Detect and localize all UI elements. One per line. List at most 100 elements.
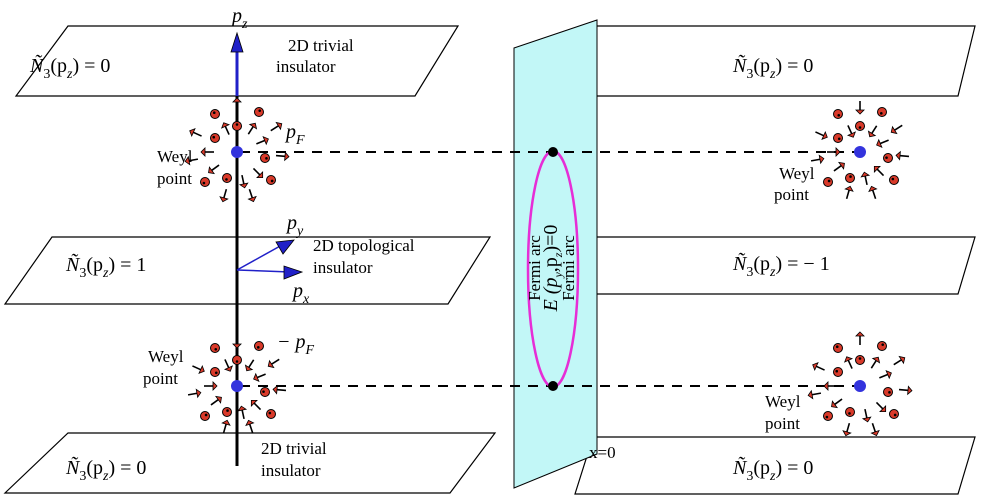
spin-dot-core — [225, 178, 228, 181]
spin-arrow-shaft — [256, 373, 266, 379]
spin-arrow-head — [907, 385, 913, 396]
spin-dot — [200, 177, 210, 187]
spin-dot-core — [891, 177, 895, 181]
spin-dot-core — [888, 391, 891, 394]
spin-dot-core — [893, 413, 897, 417]
spin-arrow-shaft — [893, 358, 903, 366]
spin-dot-core — [858, 357, 862, 360]
px-vector — [236, 269, 291, 273]
spin-arrow-head — [232, 97, 242, 103]
spin-arrow-shaft — [210, 164, 220, 172]
spin-arrow-shaft — [247, 359, 255, 369]
spin-arrow-head — [262, 136, 269, 146]
spin-arrow-head — [843, 356, 854, 363]
spin-dot — [889, 409, 899, 419]
spin-arrow-shaft — [845, 188, 851, 200]
spin-dot — [833, 367, 843, 377]
spin-arrow-head — [855, 109, 865, 115]
spin-arrow-shaft — [870, 359, 878, 369]
spin-arrow-head — [200, 147, 206, 157]
spin-arrow-head — [253, 372, 260, 382]
weyl-lower-right-word1: Weyl — [765, 392, 801, 411]
left-bottom-note-line1: 2D trivial — [261, 439, 327, 458]
spin-arrow-head — [818, 154, 825, 165]
spin-dot — [210, 367, 220, 377]
spin-arrow-head — [237, 405, 248, 412]
spin-dot-core — [849, 175, 852, 178]
spin-dot — [232, 355, 242, 365]
spin-dot-core — [204, 413, 208, 417]
x-zero-label: x=0 — [589, 443, 616, 462]
spin-arrow-shaft — [875, 401, 885, 411]
spin-arrow-shaft — [224, 125, 230, 135]
spin-dot-core — [835, 369, 839, 373]
weyl-point-upper-right — [854, 146, 866, 158]
spin-dot-core — [212, 111, 216, 115]
spin-arrow-shaft — [864, 408, 868, 420]
weyl-lower-right-word2: point — [765, 414, 800, 433]
spin-arrow-shaft — [879, 139, 889, 145]
spin-dot-core — [827, 179, 831, 183]
weyl-upper-right-word2: point — [774, 185, 809, 204]
spin-dot — [855, 121, 865, 131]
spin-arrow-head — [244, 364, 254, 372]
spin-arrow-shaft — [898, 388, 910, 392]
spin-arrow-head — [250, 399, 258, 407]
spin-arrow-head — [189, 127, 196, 138]
py-vector — [236, 244, 283, 271]
left-middle-equation: Ñ3(pz) = 1 — [65, 252, 146, 281]
spin-dot — [232, 121, 242, 131]
fermi-arc-label-right: Fermi arc — [559, 235, 578, 301]
spin-arrow-head — [208, 166, 216, 175]
neg-pf-label: − pF — [277, 331, 315, 358]
spin-dot-core — [212, 135, 216, 139]
spin-arrow-head — [885, 370, 892, 380]
spin-dot — [845, 407, 855, 417]
spin-arrow-head — [844, 185, 854, 192]
weyl-upper-left-word2: point — [157, 169, 192, 188]
spin-dot-core — [885, 156, 888, 159]
left-bottom-note-line2: insulator — [261, 461, 321, 480]
spin-dot — [889, 175, 899, 185]
left-middle-note-line1: 2D topological — [313, 236, 415, 255]
pz-label: pz — [230, 5, 248, 32]
weyl-point-upper-left — [231, 146, 243, 158]
spin-arrow-head — [256, 171, 264, 179]
py-label: py — [285, 212, 304, 239]
spin-arrow-shaft — [247, 125, 255, 135]
spin-arrow-head — [823, 381, 829, 391]
spin-arrow-head — [220, 122, 231, 129]
spin-arrow-shaft — [270, 124, 280, 132]
spin-arrow-head — [212, 381, 218, 391]
surface-slab — [513, 19, 598, 489]
spin-arrow-shaft — [879, 373, 889, 379]
spin-arrow-shaft — [815, 365, 825, 371]
spin-arrow-shaft — [248, 423, 254, 433]
left-middle-note-line2: insulator — [313, 258, 373, 277]
spin-arrow-head — [247, 195, 257, 203]
spin-arrow-shaft — [833, 398, 843, 406]
spin-arrow-head — [871, 356, 881, 364]
spin-arrow-shaft — [810, 392, 822, 396]
spin-dot-core — [202, 181, 206, 185]
spin-arrow-head — [842, 430, 852, 437]
weyl-lower-left-word2: point — [143, 369, 178, 388]
spin-arrow-head — [275, 121, 283, 131]
spin-arrow-shaft — [256, 139, 266, 145]
spin-arrow-head — [876, 138, 883, 148]
spin-dot — [210, 343, 220, 353]
spin-dot — [222, 407, 232, 417]
spin-arrow-shaft — [241, 174, 245, 186]
spin-arrow-head — [232, 343, 242, 349]
spin-arrow-shaft — [192, 365, 202, 371]
spin-arrow-shaft — [875, 167, 885, 177]
spin-dot-core — [265, 157, 268, 160]
spin-arrow-head — [898, 355, 906, 365]
spin-arrow-shaft — [187, 158, 199, 162]
spin-arrow-shaft — [270, 358, 280, 366]
spin-arrow-shaft — [871, 423, 877, 433]
spin-dot-core — [268, 411, 272, 415]
spin-arrow-head — [219, 196, 229, 203]
pz-arrowhead — [230, 31, 244, 53]
